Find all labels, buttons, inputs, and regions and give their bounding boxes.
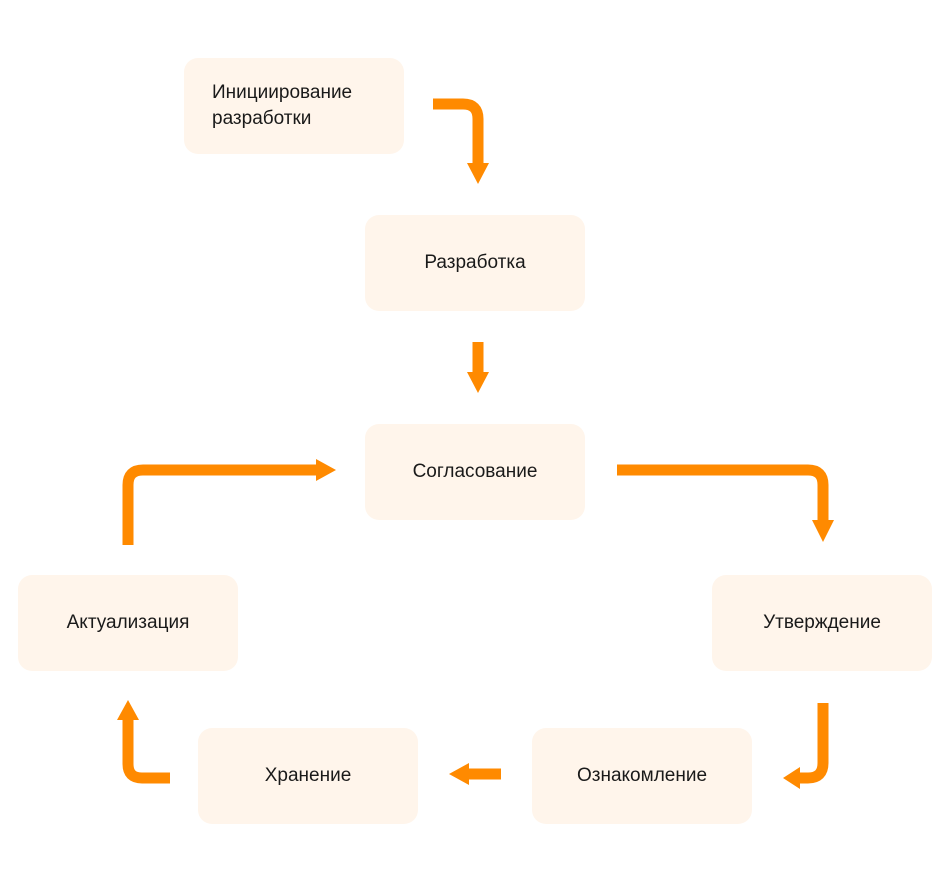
step-initiation: Инициирование разработки bbox=[184, 58, 404, 154]
step-confirmation: Утверждение bbox=[712, 575, 932, 671]
step-development-label: Разработка bbox=[424, 252, 526, 274]
step-actualization-label: Актуализация bbox=[66, 612, 190, 634]
arrowhead-development bbox=[467, 163, 489, 184]
arrowhead-approval bbox=[467, 372, 489, 393]
arrow-confirmation-to-familiarization bbox=[800, 703, 829, 784]
arrowhead-approval-loop bbox=[316, 459, 336, 481]
step-approval-label: Согласование bbox=[412, 461, 538, 483]
step-confirmation-label: Утверждение bbox=[763, 612, 881, 634]
arrowhead-confirmation bbox=[812, 520, 834, 542]
arrow-initiation-to-development bbox=[433, 98, 484, 163]
arrow-approval-to-confirmation bbox=[617, 464, 829, 520]
arrow-actualization-to-approval bbox=[122, 464, 316, 545]
step-familiarization-label: Ознакомление bbox=[576, 765, 708, 787]
arrowhead-storage bbox=[449, 763, 469, 785]
arrowhead-familiarization bbox=[783, 767, 800, 789]
step-familiarization: Ознакомление bbox=[532, 728, 752, 824]
arrow-storage-to-actualization bbox=[122, 720, 170, 784]
step-development: Разработка bbox=[365, 215, 585, 311]
step-storage: Хранение bbox=[198, 728, 418, 824]
step-actualization: Актуализация bbox=[18, 575, 238, 671]
step-storage-label: Хранение bbox=[264, 765, 352, 787]
arrowhead-actualization bbox=[117, 700, 139, 720]
step-approval: Согласование bbox=[365, 424, 585, 520]
step-initiation-label: Инициирование разработки bbox=[212, 82, 353, 129]
